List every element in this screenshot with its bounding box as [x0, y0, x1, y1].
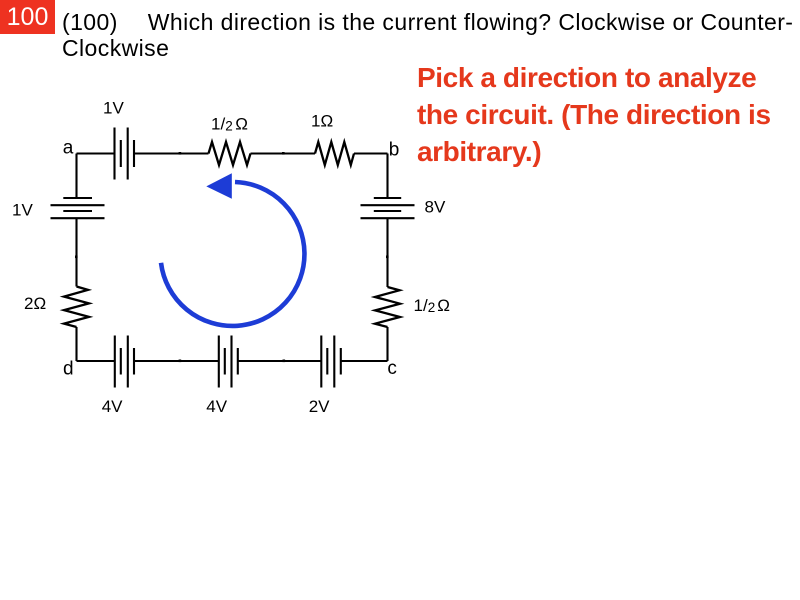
svg-text:1Ω: 1Ω — [311, 112, 333, 131]
svg-text:d: d — [63, 358, 74, 379]
svg-text:4V: 4V — [206, 397, 227, 416]
svg-text:4V: 4V — [102, 397, 123, 416]
svg-text:1/2Ω: 1/2Ω — [414, 296, 450, 315]
svg-text:c: c — [387, 358, 397, 379]
svg-text:8V: 8V — [425, 198, 446, 217]
svg-text:2Ω: 2Ω — [24, 294, 46, 313]
svg-text:1V: 1V — [12, 201, 33, 220]
svg-text:2V: 2V — [309, 397, 330, 416]
svg-text:b: b — [389, 140, 400, 161]
svg-text:1V: 1V — [103, 99, 124, 118]
svg-text:a: a — [63, 137, 74, 158]
svg-text:1/2Ω: 1/2Ω — [211, 115, 248, 134]
